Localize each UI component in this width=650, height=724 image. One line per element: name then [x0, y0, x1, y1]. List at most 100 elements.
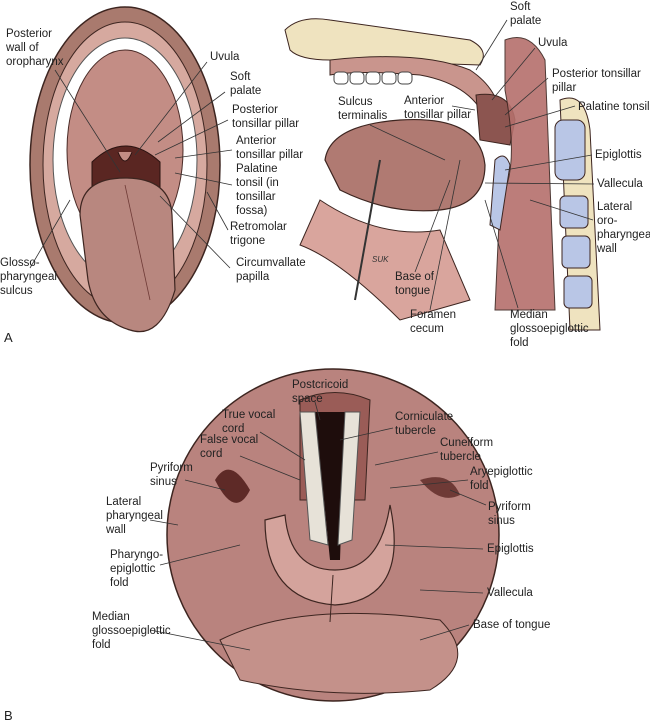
label-line: Foramen	[410, 309, 456, 321]
leader-line	[419, 624, 470, 641]
label-line: pharyngeal	[0, 271, 57, 283]
sagittal-section-illustration	[284, 18, 601, 331]
label-line: False vocal	[200, 434, 258, 446]
leader-line	[484, 199, 519, 309]
label-line: fold	[92, 639, 111, 651]
label-line: papilla	[236, 271, 270, 283]
label-line: tonsillar	[236, 191, 276, 203]
anatomy-label: Pyriform sinus	[150, 462, 193, 488]
anatomy-label: Epiglottis	[487, 543, 534, 555]
label-line: fold	[110, 577, 129, 589]
anatomy-label: Uvula	[538, 37, 568, 49]
leader-line	[429, 159, 461, 311]
label-line: pharyngeal	[597, 229, 650, 241]
leader-line	[504, 77, 549, 116]
label-line: fold	[510, 337, 529, 349]
open-mouth-illustration	[29, 6, 221, 333]
anatomy-label: Corniculate tubercle	[395, 411, 453, 437]
leader-line	[149, 519, 179, 526]
label-line: Posterior	[232, 104, 278, 116]
label-line: oro-	[597, 215, 618, 227]
anatomy-label: Soft palate	[510, 1, 541, 27]
label-line: Corniculate	[395, 411, 453, 423]
label-line: Sulcus	[338, 96, 373, 108]
label-line: glossoepiglottic	[510, 323, 589, 335]
anatomy-label: Vallecula	[597, 178, 643, 190]
leader-line	[239, 455, 301, 481]
label-line: Posterior tonsillar	[552, 68, 641, 80]
panel-label-b: B	[4, 708, 13, 723]
anatomy-label: Sulcus terminalis	[338, 96, 387, 122]
label-line: oropharynx	[6, 56, 64, 68]
label-line: tubercle	[395, 425, 436, 437]
leader-line	[339, 427, 394, 441]
label-line: Soft	[230, 71, 251, 83]
label-line: terminalis	[338, 110, 387, 122]
label-line: Median	[510, 309, 548, 321]
leader-line	[157, 91, 226, 143]
label-line: trigone	[230, 235, 265, 247]
label-line: tonsillar pillar	[404, 109, 471, 121]
label-line: Soft	[510, 1, 531, 13]
label-line: Median	[92, 611, 130, 623]
label-line: Pyriform	[150, 462, 193, 474]
label-line: palate	[510, 15, 541, 27]
leader-line	[451, 105, 476, 111]
label-line: sulcus	[0, 285, 33, 297]
leader-line	[54, 69, 121, 173]
label-line: palate	[230, 85, 261, 97]
label-line: tubercle	[440, 451, 481, 463]
leader-line	[174, 149, 233, 159]
label-line: cord	[222, 423, 244, 435]
label-line: Posterior	[6, 28, 52, 40]
leader-line	[389, 479, 469, 489]
leader-line	[369, 124, 446, 161]
label-line: wall	[105, 524, 126, 536]
anatomy-label: Palatine tonsil	[578, 101, 650, 113]
label-line: Epiglottis	[595, 149, 642, 161]
label-line: Lateral	[106, 496, 141, 508]
label-line: glossoepiglottic	[92, 625, 171, 637]
label-line: cord	[200, 448, 222, 460]
leader-line	[529, 199, 594, 221]
anatomy-label: Uvula	[210, 51, 240, 63]
label-line: Vallecula	[487, 587, 533, 599]
anatomy-label: Soft palate	[230, 71, 261, 97]
label-line: Pharyngo-	[110, 549, 163, 561]
leader-line	[29, 199, 71, 269]
leader-line	[159, 544, 241, 566]
leader-line	[504, 154, 593, 171]
label-line: Retromolar	[230, 221, 287, 233]
leader-line	[134, 61, 208, 156]
label-line: tonsillar pillar	[236, 149, 303, 161]
leader-line	[174, 172, 233, 186]
anatomy-label: Posterior tonsillar pillar	[232, 104, 299, 130]
label-line: Anterior	[236, 135, 276, 147]
label-line: Uvula	[538, 37, 568, 49]
anatomy-label: Median glossoepiglottic fold	[92, 611, 171, 651]
label-line: tonsillar pillar	[232, 118, 299, 130]
anatomy-label: Anterior tonsillar pillar	[236, 135, 303, 161]
label-line: space	[292, 393, 323, 405]
anatomy-label: Posterior wall of oropharynx	[5, 28, 64, 68]
label-line: pillar	[552, 82, 576, 94]
laryngoscopic-view-illustration	[166, 368, 500, 702]
label-line: Vallecula	[597, 178, 643, 190]
label-line: sinus	[150, 476, 177, 488]
label-line: Lateral	[597, 201, 632, 213]
label-line: tongue	[395, 285, 430, 297]
label-line: wall of	[5, 42, 39, 54]
leader-line	[206, 191, 229, 231]
leader-line	[374, 451, 439, 466]
